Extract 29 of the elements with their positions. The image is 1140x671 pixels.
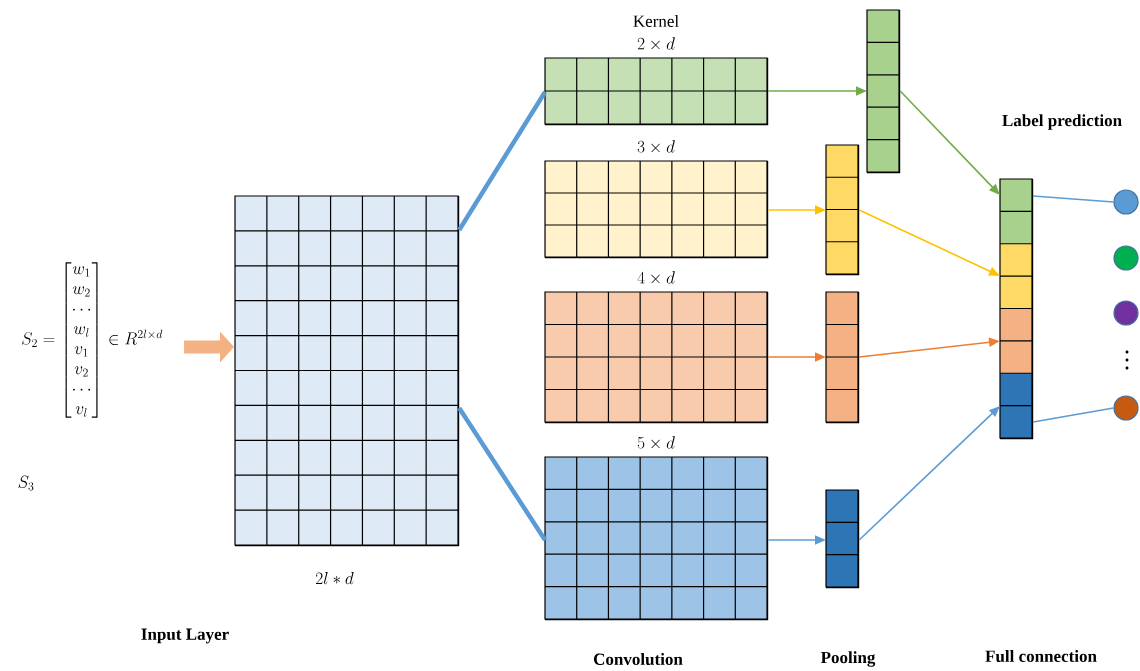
vector-column [825,144,860,276]
node-label: $2l*d$ [315,572,354,585]
output-circle [1113,300,1139,326]
node-label: $4 \times d$ [637,271,675,284]
layer-label: Full connection [985,650,1097,662]
grid-matrix: $3 \times d$ [544,140,769,259]
arrow [858,406,1000,541]
arrow [899,90,1000,195]
vector-column [999,178,1034,440]
node-label: $2 \times d$ [637,37,675,50]
layer-label: Label prediction [1002,114,1122,130]
output-circle [1113,189,1139,215]
layer-label: Pooling [820,651,876,667]
grid-matrix: Kernel $2 \times d$ [544,15,769,126]
math-label: $S_3$ [18,475,34,491]
vector-column [866,9,901,174]
node-label: Kernel [633,15,679,27]
output-circle [1113,245,1139,271]
matrix-formula: $S_2 = \begin{bmatrix} w_1 \\ w_2 \\ \cdots \\ w_l \\ v_1 \\ v_2 \\ \cdots \\ v_l \end{bmatrix} \in R^{2l \times d}$ [22,262,163,418]
vector-column [825,489,860,589]
node-label: $3 \times d$ [637,140,675,153]
layer-label: Convolution [593,653,683,665]
node-label: $5 \times d$ [637,436,675,449]
vector-column [825,291,860,424]
grid-matrix: $4 \times d$ [544,271,769,424]
output-circle [1113,395,1139,421]
grid-matrix: $2l*d$ [234,195,460,585]
layer-label: Input Layer [141,628,229,644]
grid-matrix: $5 \times d$ [544,436,769,621]
